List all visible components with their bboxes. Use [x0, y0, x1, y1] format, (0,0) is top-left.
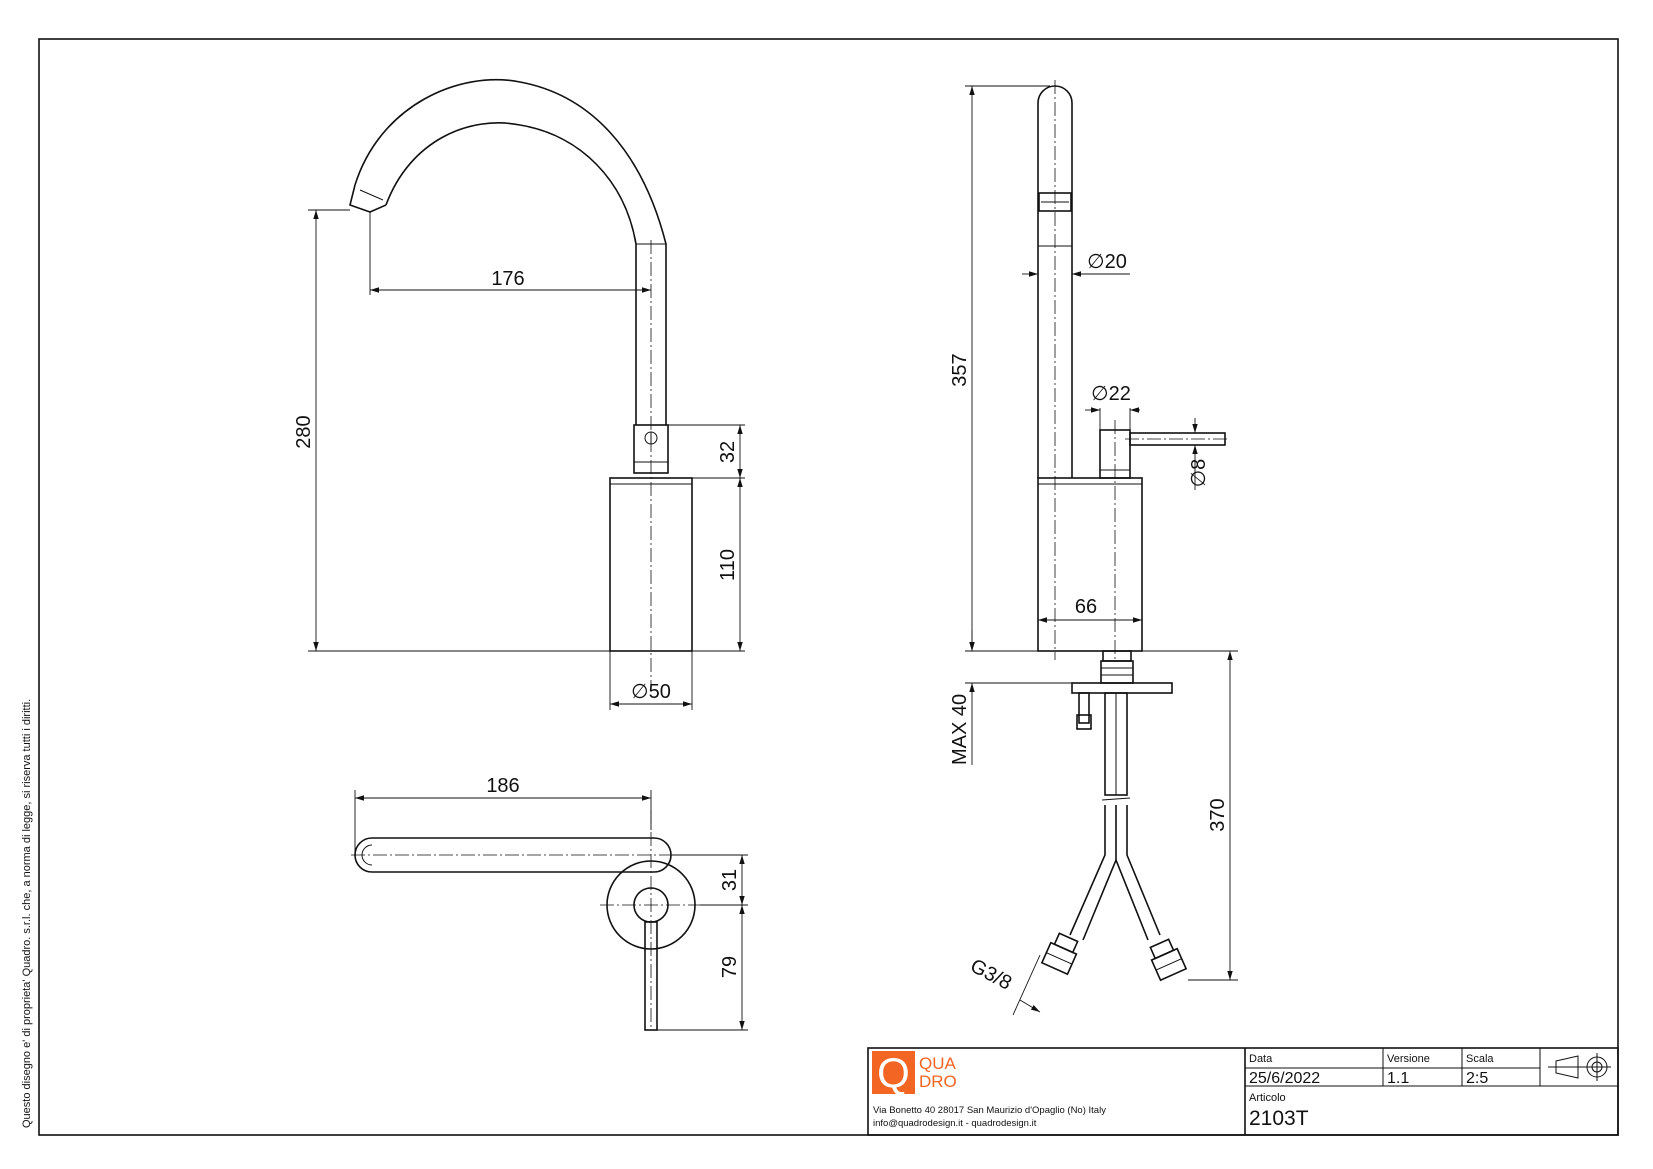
- data-value: 25/6/2022: [1249, 1070, 1320, 1087]
- spout-outer-outline: [354, 78, 667, 425]
- top-view: 186 31 79: [351, 775, 748, 1031]
- data-label: Data: [1249, 1053, 1273, 1065]
- spout-tip-aerator: [359, 189, 384, 201]
- hose-right-inner: [1115, 859, 1149, 941]
- dim-thread: G3/8: [967, 955, 1016, 995]
- dim-max-deck: MAX 40: [949, 694, 971, 765]
- hose-left-inner: [1082, 805, 1117, 941]
- fixing-nut: [1102, 650, 1132, 662]
- side-body: [1037, 477, 1143, 652]
- first-angle-projection-icon: [1548, 1053, 1611, 1081]
- brand-logo-letter: Q: [877, 1049, 910, 1096]
- address-line1: Via Bonetto 40 28017 San Maurizio d'Opag…: [873, 1105, 1106, 1116]
- dim-handle-diameter: ∅22: [1091, 383, 1131, 405]
- drawing-frame: [38, 38, 1619, 1136]
- fixing-plate: [1071, 682, 1173, 694]
- scala-value: 2:5: [1466, 1070, 1488, 1087]
- brand-logo-square: [872, 1051, 915, 1094]
- dim-lever-offset: 31: [719, 869, 741, 891]
- dim-body-diameter: ∅50: [631, 681, 671, 703]
- dim-total-height: 280: [293, 415, 315, 448]
- top-spout-outline: [354, 837, 672, 873]
- fixing-stud: [1078, 692, 1090, 724]
- versione-value: 1.1: [1387, 1070, 1409, 1087]
- front-view: 176 280 32 110 ∅50: [293, 78, 745, 710]
- brand-name-line2: DRO: [919, 1072, 957, 1091]
- scala-label: Scala: [1466, 1053, 1494, 1065]
- spout-tip: [349, 184, 387, 213]
- dim-body-height: 110: [717, 549, 739, 581]
- dim-lever-diameter: ∅8: [1188, 459, 1210, 488]
- copyright-note: Questo disegno e' di proprieta' Quadro. …: [21, 699, 33, 1128]
- fitting-left: [1040, 932, 1079, 976]
- address-line2: info@quadrodesign.it - quadrodesign.it: [873, 1118, 1037, 1129]
- articolo-label: Articolo: [1249, 1092, 1286, 1104]
- dim-side-total-height: 357: [949, 353, 971, 386]
- dim-hose-length: 370: [1207, 798, 1229, 831]
- fitting-right: [1149, 938, 1188, 982]
- hose-left-outer: [1069, 805, 1106, 936]
- dim-spout-reach: 176: [491, 268, 524, 290]
- dim-side-body-width: 66: [1075, 596, 1097, 618]
- hose-right-outer: [1126, 805, 1161, 936]
- side-view: 357 ∅20 ∅22 ∅8 66 MAX 40 370 G3/8: [949, 80, 1238, 1016]
- title-block: Q QUA DRO Via Bonetto 40 28017 San Mauri…: [867, 1047, 1619, 1136]
- dim-collar-height: 32: [717, 441, 739, 463]
- fixing-body: [1100, 660, 1134, 684]
- dim-lever-length: 186: [486, 775, 519, 797]
- dim-spout-diameter: ∅20: [1087, 251, 1127, 273]
- articolo-value: 2103T: [1249, 1107, 1309, 1130]
- brand-name-line1: QUA: [919, 1054, 957, 1073]
- title-block-frame: [867, 1047, 1619, 1136]
- dim-lever-projection: 79: [719, 956, 741, 978]
- spout-inner-outline: [385, 122, 637, 425]
- versione-label: Versione: [1387, 1053, 1430, 1065]
